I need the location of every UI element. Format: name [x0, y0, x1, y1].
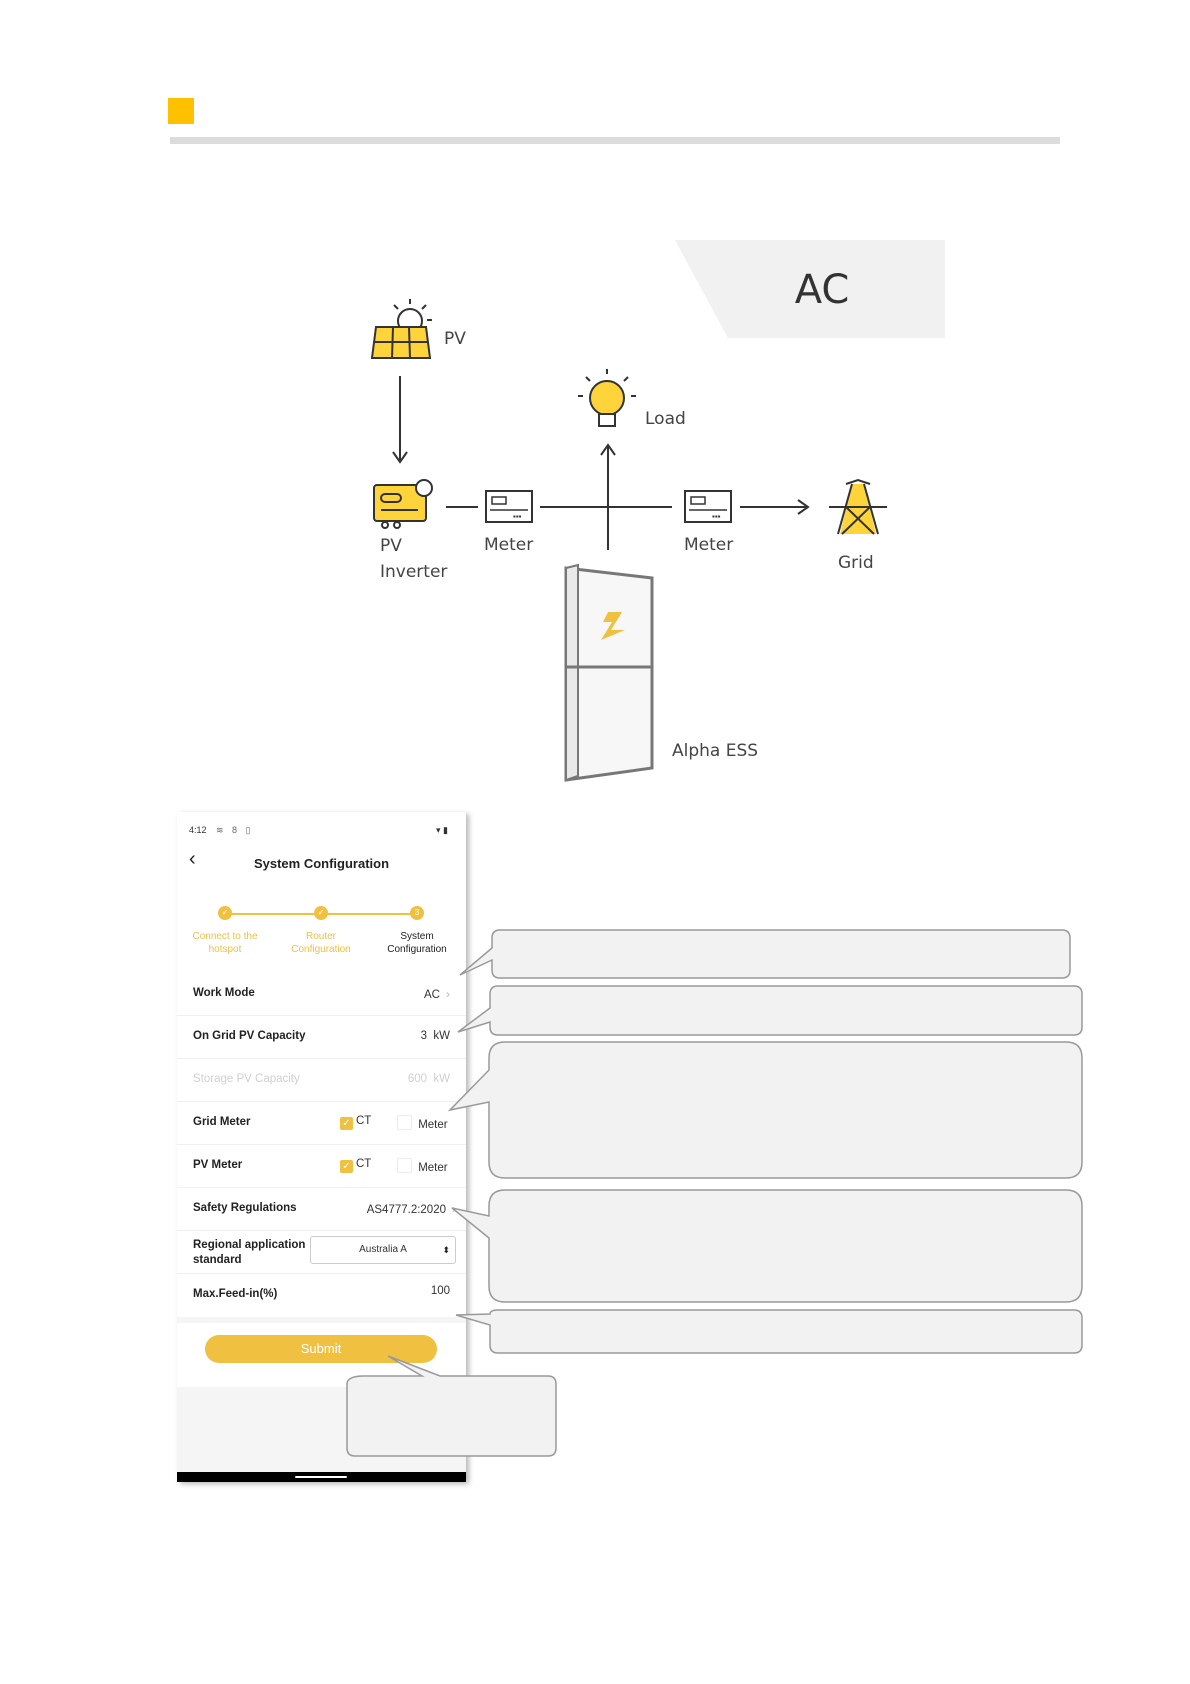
select-updown-icon: ⬍ — [442, 1245, 450, 1255]
submit-button[interactable]: Submit — [205, 1335, 437, 1363]
svg-text:▪▪▪: ▪▪▪ — [712, 512, 721, 521]
light-bulb-icon — [578, 369, 636, 427]
storage-pv-value: 600 — [407, 1073, 427, 1085]
status-notification-icons: ≋ 8 ▯ — [216, 825, 254, 835]
work-mode-value: AC — [424, 989, 440, 1001]
chevron-right-icon: › — [452, 1202, 456, 1216]
callout-meters — [447, 1041, 1083, 1179]
on-grid-pv-unit: kW — [433, 1030, 450, 1042]
header-rule — [170, 137, 1060, 144]
callout-work-mode — [459, 929, 1071, 979]
on-grid-pv-value[interactable]: 3 — [420, 1030, 427, 1042]
callout-max-feed-in — [455, 1309, 1083, 1354]
inverter-label-line2: Inverter — [380, 562, 447, 582]
safety-regulations-label: Safety Regulations — [193, 1202, 297, 1214]
solar-panel-icon — [370, 299, 432, 359]
ess-label: Alpha ESS — [672, 741, 758, 761]
pv-meter-row: PV Meter ✓CT Meter — [177, 1144, 466, 1188]
storage-pv-label: Storage PV Capacity — [193, 1073, 300, 1085]
safety-regulations-row[interactable]: Safety Regulations AS4777.2:2020 › — [177, 1187, 466, 1231]
checkmark-icon: ✓ — [340, 1117, 353, 1130]
home-gesture-handle[interactable] — [295, 1476, 347, 1478]
pv-meter-label: PV Meter — [193, 1159, 243, 1171]
step-2-check-icon: ✓ — [314, 906, 328, 920]
storage-pv-unit: kW — [433, 1073, 450, 1085]
step-1-check-icon: ✓ — [218, 906, 232, 920]
phone-screen: 4:12 ≋ 8 ▯ ▾ ▮ ‹ System Configuration ✓ … — [177, 812, 466, 1482]
alpha-ess-battery-icon — [564, 563, 654, 782]
back-arrow-icon[interactable]: ‹ — [189, 848, 196, 870]
load-label: Load — [645, 409, 686, 429]
max-feed-in-row[interactable]: Max.Feed-in(%) 100 — [177, 1273, 466, 1316]
grid-meter-row: Grid Meter ✓CT Meter — [177, 1101, 466, 1145]
section-divider — [177, 1317, 466, 1323]
screen-title: System Configuration — [253, 856, 390, 871]
grid-meter-meter-checkbox[interactable]: Meter — [397, 1115, 448, 1131]
status-time: 4:12 — [189, 825, 207, 835]
inverter-label-line1: PV — [380, 536, 402, 556]
callout-on-grid-pv — [457, 985, 1083, 1036]
regional-standard-select[interactable]: Australia A ⬍ — [310, 1236, 456, 1264]
on-grid-pv-label: On Grid PV Capacity — [193, 1030, 306, 1042]
mode-tab-background — [675, 240, 945, 338]
meter-icon: ▪▪▪ — [684, 490, 732, 523]
pv-label: PV — [444, 329, 466, 349]
max-feed-in-value[interactable]: 100 — [430, 1285, 450, 1297]
phone-empty-area — [177, 1387, 466, 1472]
storage-pv-row: Storage PV Capacity 600 kW — [177, 1058, 466, 1102]
step-3-marker: 3 — [410, 906, 424, 920]
pv-meter-meter-checkbox[interactable]: Meter — [397, 1158, 448, 1174]
work-mode-label: Work Mode — [193, 987, 255, 999]
safety-regulations-value: AS4777.2:2020 — [366, 1204, 446, 1216]
status-battery-wifi-icons: ▾ ▮ — [436, 825, 448, 835]
meter-left-label: Meter — [484, 535, 533, 555]
svg-text:▪▪▪: ▪▪▪ — [513, 512, 522, 521]
meter-right-label: Meter — [684, 535, 733, 555]
meter-icon: ▪▪▪ — [485, 490, 533, 523]
grid-meter-label: Grid Meter — [193, 1116, 251, 1128]
work-mode-row[interactable]: Work Mode AC › — [177, 972, 466, 1016]
header-accent-square — [168, 98, 194, 124]
grid-label: Grid — [838, 553, 874, 573]
mode-label: AC — [795, 267, 850, 313]
callout-safety-regulations — [451, 1189, 1083, 1303]
grid-meter-ct-checkbox[interactable]: ✓CT — [340, 1115, 371, 1130]
max-feed-in-label: Max.Feed-in(%) — [193, 1288, 278, 1300]
system-diagram: AC PV PV Inverter — [370, 240, 945, 782]
pv-meter-ct-checkbox[interactable]: ✓CT — [340, 1158, 371, 1173]
checkmark-icon: ✓ — [340, 1160, 353, 1173]
chevron-right-icon: › — [446, 987, 450, 1001]
grid-tower-icon — [829, 478, 887, 535]
on-grid-pv-row[interactable]: On Grid PV Capacity 3 kW — [177, 1015, 466, 1059]
pv-inverter-icon — [373, 479, 433, 529]
